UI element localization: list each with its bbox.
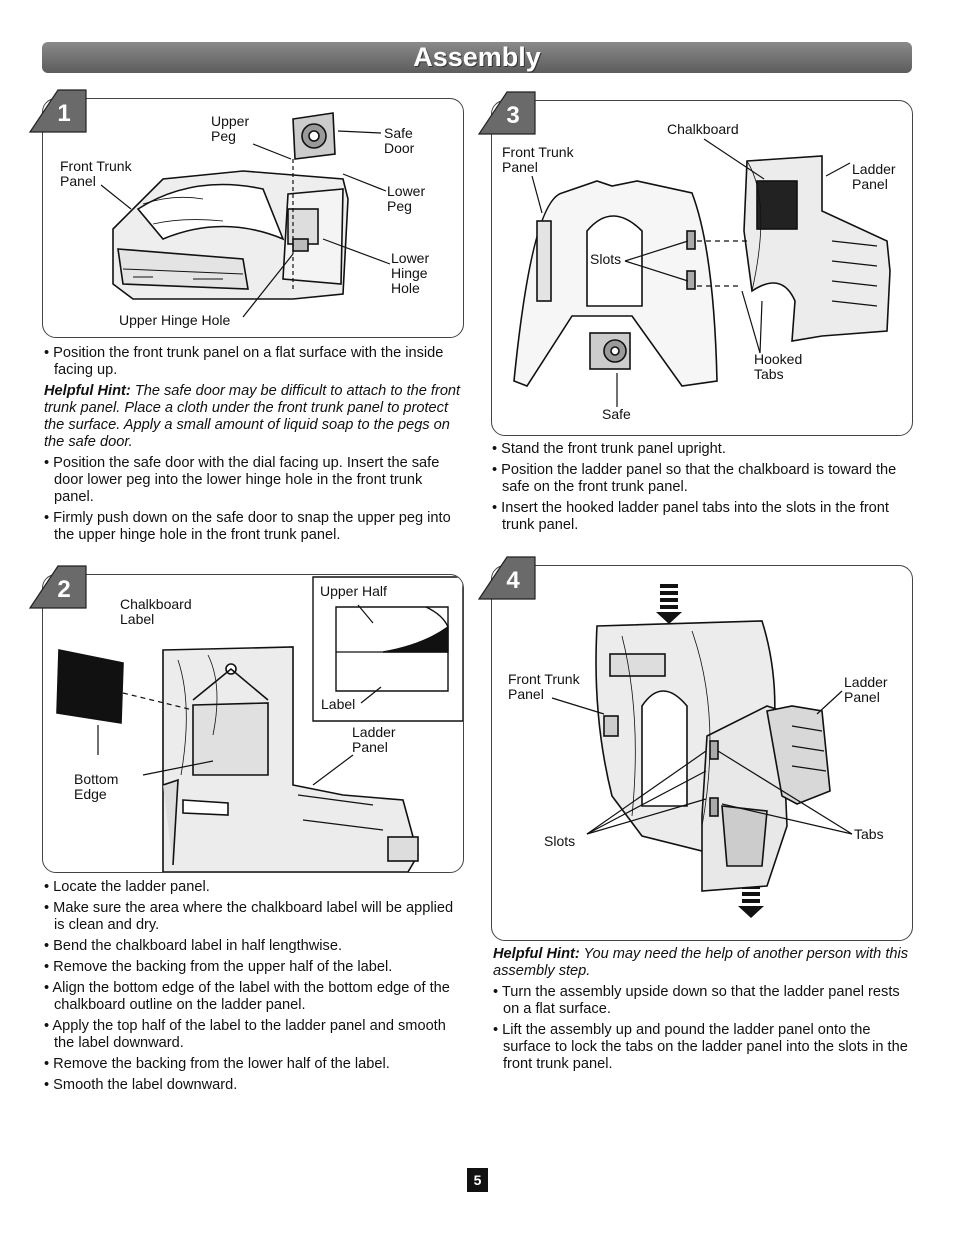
page-title: Assembly	[413, 42, 541, 72]
step-2-instructions: Locate the ladder panel. Make sure the a…	[44, 879, 464, 1098]
step-number-badge-1: 1	[28, 89, 87, 133]
label-upper-half: Upper Half	[320, 583, 387, 599]
step-2-bullet: Align the bottom edge of the label with …	[44, 980, 464, 1014]
step-2-bullet: Make sure the area where the chalkboard …	[44, 900, 464, 934]
step-4-bullet: Lift the assembly up and pound the ladde…	[493, 1022, 913, 1073]
label-slots: Slots	[590, 251, 622, 267]
step-2-bullet: Remove the backing from the upper half o…	[44, 959, 464, 976]
step-2-bullet: Smooth the label downward.	[44, 1077, 464, 1094]
pound-assembly-drawing	[551, 584, 853, 918]
label-safe-door: Safe Door	[384, 125, 415, 156]
step-number-badge-4: 4	[477, 556, 536, 600]
label-lower-hinge-hole: Lower Hinge Hole	[391, 250, 430, 296]
page-number: 5	[467, 1168, 488, 1192]
step-number-badge-2: 2	[28, 565, 87, 609]
label-bottom-edge: Bottom Edge	[74, 771, 119, 802]
step-number: 4	[506, 567, 520, 594]
label-hooked-tabs: Hooked Tabs	[754, 351, 803, 382]
hint-text: The safe door may be difficult to attach…	[44, 383, 461, 450]
label-slots: Slots	[544, 833, 576, 849]
label-label: Label	[321, 696, 356, 712]
step-number: 3	[506, 102, 519, 129]
step-number-badge-3: 3	[477, 91, 536, 135]
step-1-illustration: Front Trunk Panel Upper Peg Safe Door Lo…	[42, 98, 464, 338]
label-ladder-panel: Ladder Panel	[852, 161, 896, 192]
label-tabs: Tabs	[854, 826, 884, 842]
label-front-trunk-panel: Front Trunk Panel	[60, 158, 132, 189]
step-4-instructions: Helpful Hint: You may need the help of a…	[493, 946, 913, 1077]
label-upper-hinge-hole: Upper Hinge Hole	[119, 312, 231, 328]
step-4-hint: Helpful Hint: You may need the help of a…	[493, 946, 913, 980]
label-safe: Safe	[602, 406, 631, 422]
step-1-hint: Helpful Hint: The safe door may be diffi…	[44, 383, 464, 451]
step-1-bullet: Position the safe door with the dial fac…	[44, 455, 464, 506]
chalkboard-label-drawing	[56, 576, 463, 872]
hint-label: Helpful Hint:	[44, 383, 131, 399]
label-lower-peg: Lower Peg	[387, 183, 426, 214]
step-2-bullet: Remove the backing from the lower half o…	[44, 1056, 464, 1073]
hint-text: You may need the help of another person …	[493, 946, 909, 979]
step-1-instructions: Position the front trunk panel on a flat…	[44, 345, 464, 548]
step-3-illustration: Chalkboard Front Trunk Panel Ladder Pane…	[491, 100, 913, 436]
step-2-illustration: Chalkboard Label Upper Half Label Ladder…	[42, 574, 464, 873]
step-4-illustration: Front Trunk Panel Ladder Panel Slots Tab…	[491, 565, 913, 941]
step-4-bullet: Turn the assembly upside down so that th…	[493, 984, 913, 1018]
label-front-trunk-panel: Front Trunk Panel	[508, 671, 580, 702]
step-2-bullet: Locate the ladder panel.	[44, 879, 464, 896]
step-1-bullet: Position the front trunk panel on a flat…	[44, 345, 464, 379]
step-2-bullet: Bend the chalkboard label in half length…	[44, 938, 464, 955]
step-3-instructions: Stand the front trunk panel upright. Pos…	[492, 441, 912, 538]
step-3-bullet: Position the ladder panel so that the ch…	[492, 462, 912, 496]
step-2-bullet: Apply the top half of the label to the l…	[44, 1018, 464, 1052]
step-1-bullet: Firmly push down on the safe door to sna…	[44, 510, 464, 544]
label-ladder-panel: Ladder Panel	[844, 674, 888, 705]
hint-label: Helpful Hint:	[493, 946, 580, 962]
section-header: Assembly	[42, 42, 912, 73]
label-ladder-panel: Ladder Panel	[352, 724, 396, 755]
step-number: 2	[57, 576, 70, 603]
label-chalkboard: Chalkboard	[667, 121, 739, 137]
trunk-ladder-drawing	[513, 138, 891, 407]
front-trunk-safe-drawing	[100, 112, 391, 318]
label-chalkboard-label: Chalkboard Label	[120, 596, 192, 627]
label-front-trunk-panel: Front Trunk Panel	[502, 144, 574, 175]
step-3-bullet: Insert the hooked ladder panel tabs into…	[492, 500, 912, 534]
step-3-bullet: Stand the front trunk panel upright.	[492, 441, 912, 458]
step-number: 1	[57, 100, 70, 127]
label-upper-peg: Upper Peg	[211, 113, 250, 144]
